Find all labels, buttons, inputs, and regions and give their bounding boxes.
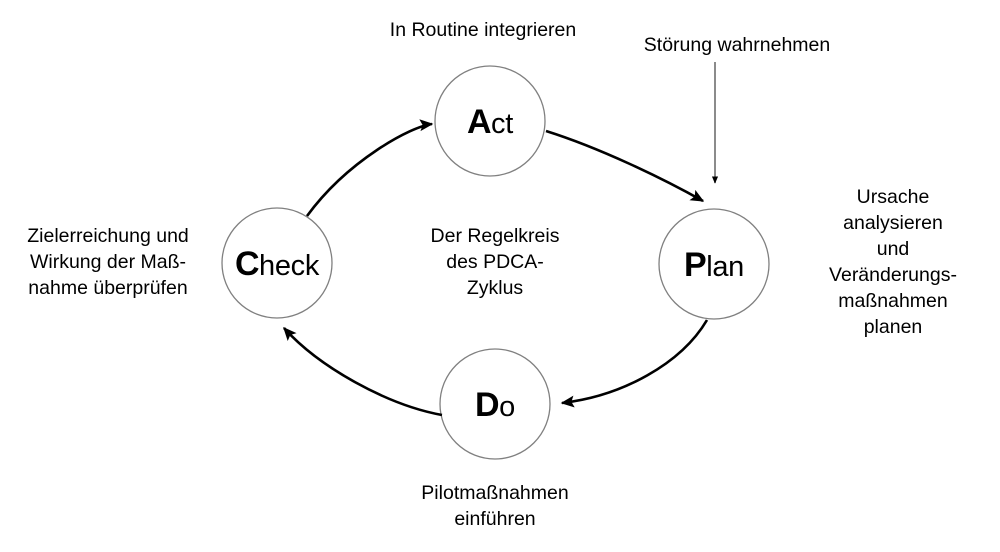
node-label-plan: Plan xyxy=(684,248,744,282)
center-caption-regelkreis: Der Regelkreis des PDCA- Zyklus xyxy=(430,225,560,299)
node-label-check: Check xyxy=(235,247,319,281)
node-circle-check xyxy=(221,207,333,319)
arrow-act-to-plan xyxy=(545,129,705,203)
caption-check-zielerreichung: Zielerreichung und Wirkung der Maß- nahm… xyxy=(27,225,189,299)
node-label-plan-capital: P xyxy=(684,246,707,284)
node-label-do-rest: o xyxy=(499,391,515,423)
node-label-do-capital: D xyxy=(475,386,500,424)
node-label-check-capital: C xyxy=(234,245,260,283)
node-label-act-rest: ct xyxy=(491,108,514,140)
node-circle-act xyxy=(434,65,546,177)
node-circle-do xyxy=(439,348,551,460)
caption-stoerung-wahrnehmen: Störung wahrnehmen xyxy=(643,34,831,56)
caption-act-in-routine-integrieren: In Routine integrieren xyxy=(389,19,577,41)
caption-do-pilotmassnahmen: Pilotmaßnahmen einführen xyxy=(421,482,569,530)
caption-plan-ursache-analysieren: Ursache analysieren und Veränderungs- ma… xyxy=(829,186,957,338)
node-label-do: Do xyxy=(475,388,515,422)
node-label-check-rest: heck xyxy=(259,250,320,282)
arrow-do-to-check xyxy=(283,326,443,417)
arrow-plan-to-do xyxy=(560,319,709,408)
node-circle-plan xyxy=(658,208,770,320)
node-label-act-capital: A xyxy=(466,103,492,141)
arrow-check-to-act xyxy=(305,119,434,217)
node-label-plan-rest: lan xyxy=(706,251,744,283)
node-label-act: Act xyxy=(467,105,513,139)
